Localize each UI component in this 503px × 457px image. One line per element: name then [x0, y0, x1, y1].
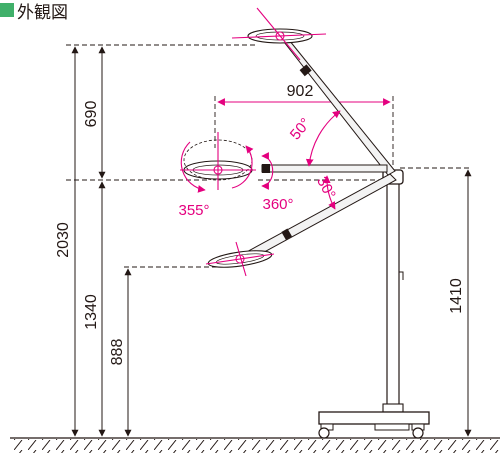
label-arm-height: 1410 [448, 278, 465, 314]
reference-lines [66, 44, 470, 268]
label-total-height: 2030 [55, 222, 72, 258]
title-text: 外観図 [17, 2, 68, 23]
label-head-rotation: 360° [262, 196, 293, 213]
dimension-arrows [71, 46, 472, 437]
label-arm-reach: 902 [287, 83, 314, 100]
stand [318, 169, 430, 439]
angle-arcs [180, 110, 341, 210]
arms [240, 32, 397, 263]
diagram-title: 外観図 [0, 0, 68, 23]
light-head-upper [231, 7, 327, 61]
floor [10, 437, 500, 453]
label-lower-arm-angle: 30° [313, 174, 339, 202]
label-upper-offset: 690 [83, 101, 100, 128]
title-marker [0, 3, 14, 17]
label-mid-height: 1340 [83, 294, 100, 330]
label-lower-height: 888 [109, 339, 126, 366]
label-upper-arm-angle: 50° [287, 115, 315, 143]
label-head-tilt: 355° [178, 202, 209, 219]
light-head-lower [205, 241, 275, 277]
